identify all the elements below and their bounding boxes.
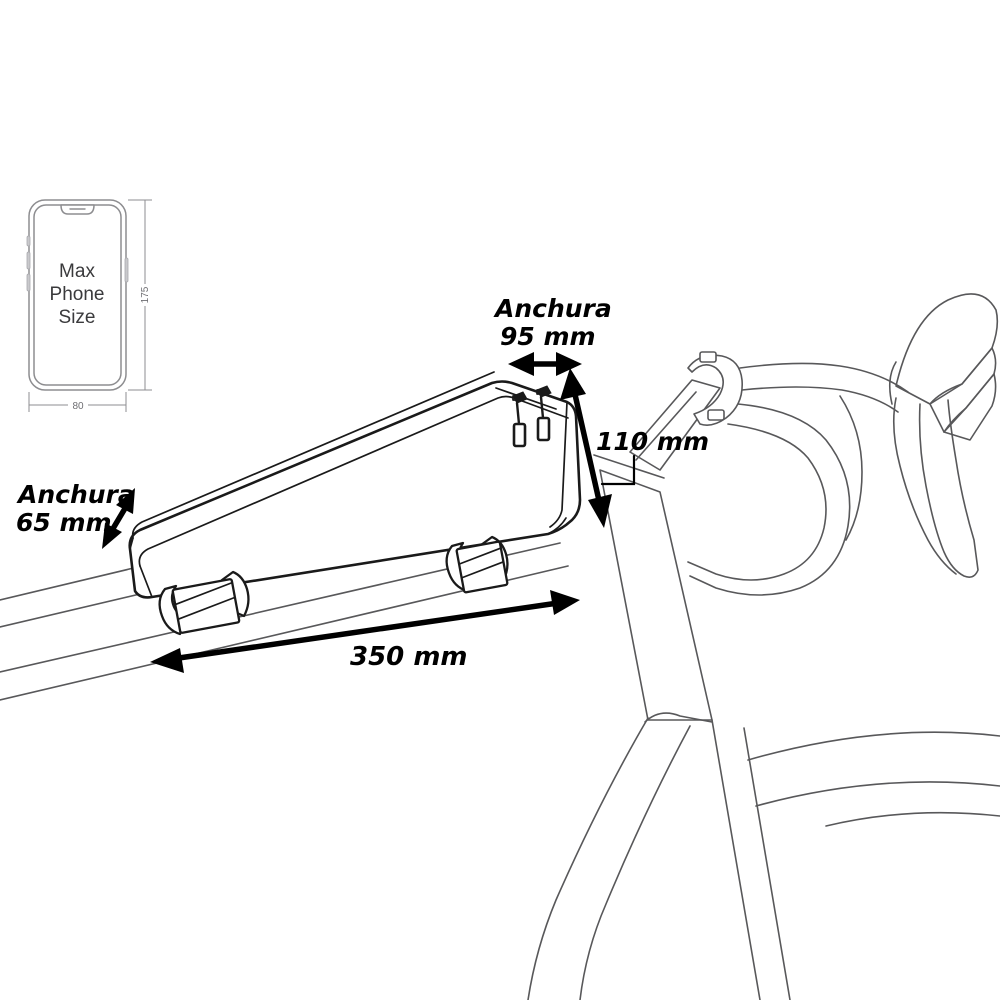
front-wheel xyxy=(747,731,1000,827)
dimension-width-95: Anchura 95 mm xyxy=(493,294,612,376)
phone-height-value: 175 xyxy=(140,286,151,303)
dimension-height-110: 110 mm xyxy=(560,368,709,528)
brake-shift-lever xyxy=(888,293,999,578)
dimension-width-65: Anchura 65 mm xyxy=(16,480,135,549)
bicycle-illustration xyxy=(0,293,1000,1000)
phone-volume-up-button-icon xyxy=(26,251,31,270)
phone-width-dimension: 80 xyxy=(28,392,127,412)
phone-label-line-3: Size xyxy=(59,307,96,328)
phone-label-line-2: Phone xyxy=(50,284,105,305)
max-phone-size-inset: Max Phone Size 175 80 xyxy=(26,199,152,412)
phone-width-value: 80 xyxy=(72,401,84,412)
phone-height-dimension: 175 xyxy=(128,199,152,391)
zipper-pull xyxy=(512,391,528,448)
length-350-label: 350 mm xyxy=(350,642,468,672)
velcro-strap-rear xyxy=(445,535,509,594)
frame-bag xyxy=(128,371,582,636)
anchura-65-line2: 65 mm xyxy=(16,508,112,537)
anchura-95-line1: Anchura xyxy=(493,294,612,323)
phone-mute-button-icon xyxy=(26,235,31,247)
stem-clamp xyxy=(687,351,743,426)
drop-handlebar xyxy=(687,362,909,596)
dimension-length-350: 350 mm xyxy=(150,590,580,673)
zipper-pull xyxy=(536,385,552,442)
height-110-label: 110 mm xyxy=(596,427,709,456)
anchura-95-line2: 95 mm xyxy=(500,322,596,351)
anchura-65-line1: Anchura xyxy=(16,480,135,509)
phone-volume-down-button-icon xyxy=(26,273,31,292)
phone-label-line-1: Max xyxy=(59,261,95,282)
stem xyxy=(629,379,721,471)
phone-power-button-icon xyxy=(124,257,129,283)
velcro-strap-front xyxy=(158,570,250,636)
fork xyxy=(527,712,791,1000)
